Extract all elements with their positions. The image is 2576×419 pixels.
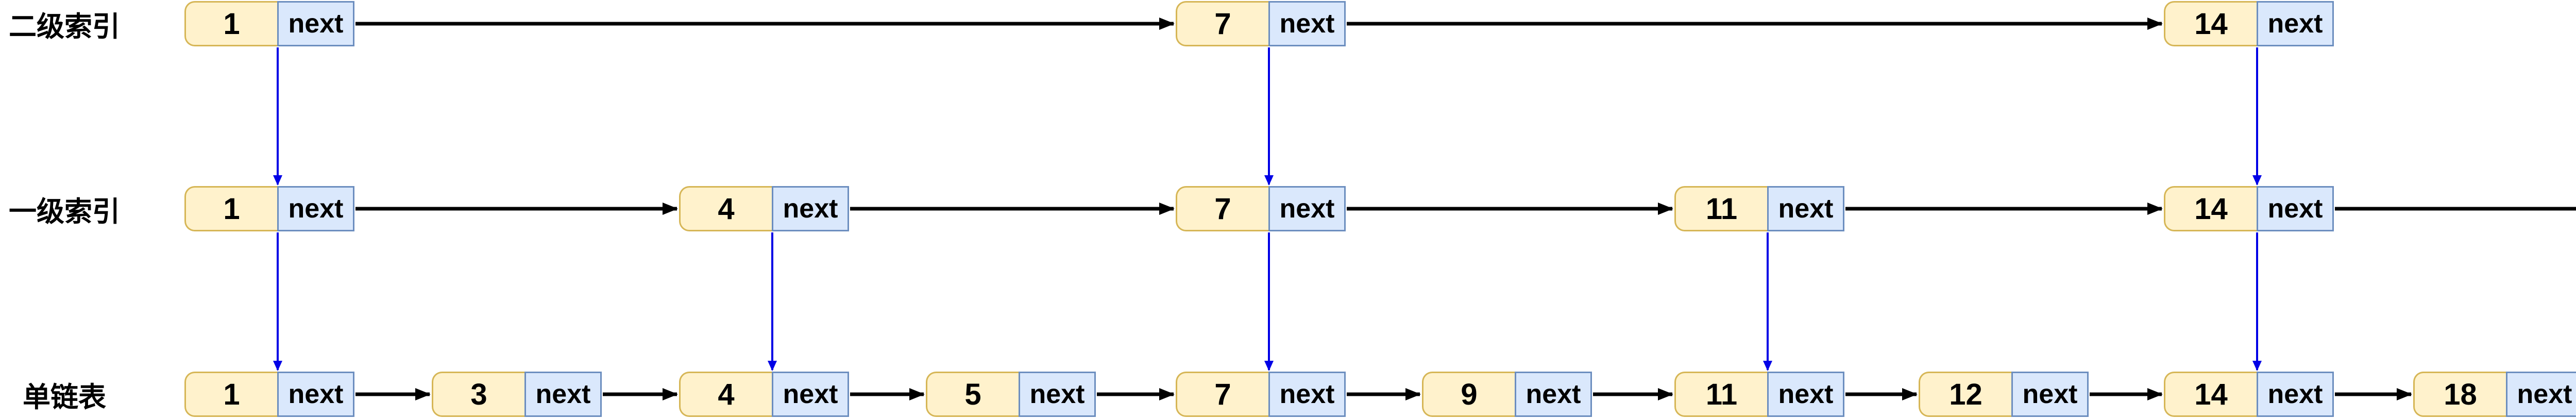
- node-next-pointer: next: [1019, 372, 1096, 417]
- node-value: 1: [184, 1, 277, 46]
- node-next-pointer: next: [1767, 186, 1844, 231]
- node-value: 7: [1176, 372, 1268, 417]
- node-value: 18: [2413, 372, 2506, 417]
- row-label-level2-index: 二级索引: [9, 11, 120, 42]
- node-next-pointer: next: [277, 186, 354, 231]
- node-next-pointer: next: [277, 372, 354, 417]
- node-next-pointer: next: [2257, 372, 2334, 417]
- node-value: 12: [1919, 372, 2011, 417]
- node-next-pointer: next: [1268, 186, 1346, 231]
- node-value: 5: [926, 372, 1019, 417]
- node-next-pointer: next: [277, 1, 354, 46]
- node-value: 14: [2164, 372, 2257, 417]
- node-value: 11: [1674, 372, 1767, 417]
- node-value: 14: [2164, 186, 2257, 231]
- node-value: 1: [184, 186, 277, 231]
- node-value: 1: [184, 372, 277, 417]
- node-next-pointer: next: [1268, 1, 1346, 46]
- node-next-pointer: next: [524, 372, 602, 417]
- row-label-linked-list: 单链表: [23, 381, 106, 413]
- node-value: 14: [2164, 1, 2257, 46]
- node-next-pointer: next: [772, 186, 849, 231]
- node-next-pointer: next: [772, 372, 849, 417]
- node-value: 7: [1176, 1, 1268, 46]
- node-next-pointer: next: [1268, 372, 1346, 417]
- row-label-level1-index: 一级索引: [9, 196, 120, 227]
- node-next-pointer: next: [2506, 372, 2576, 417]
- node-value: 3: [432, 372, 524, 417]
- node-value: 9: [1422, 372, 1515, 417]
- node-value: 7: [1176, 186, 1268, 231]
- node-next-pointer: next: [2257, 186, 2334, 231]
- node-value: 4: [679, 372, 772, 417]
- node-value: 4: [679, 186, 772, 231]
- node-next-pointer: next: [2011, 372, 2089, 417]
- node-value: 11: [1674, 186, 1767, 231]
- node-next-pointer: next: [2257, 1, 2334, 46]
- node-next-pointer: next: [1515, 372, 1592, 417]
- node-next-pointer: next: [1767, 372, 1844, 417]
